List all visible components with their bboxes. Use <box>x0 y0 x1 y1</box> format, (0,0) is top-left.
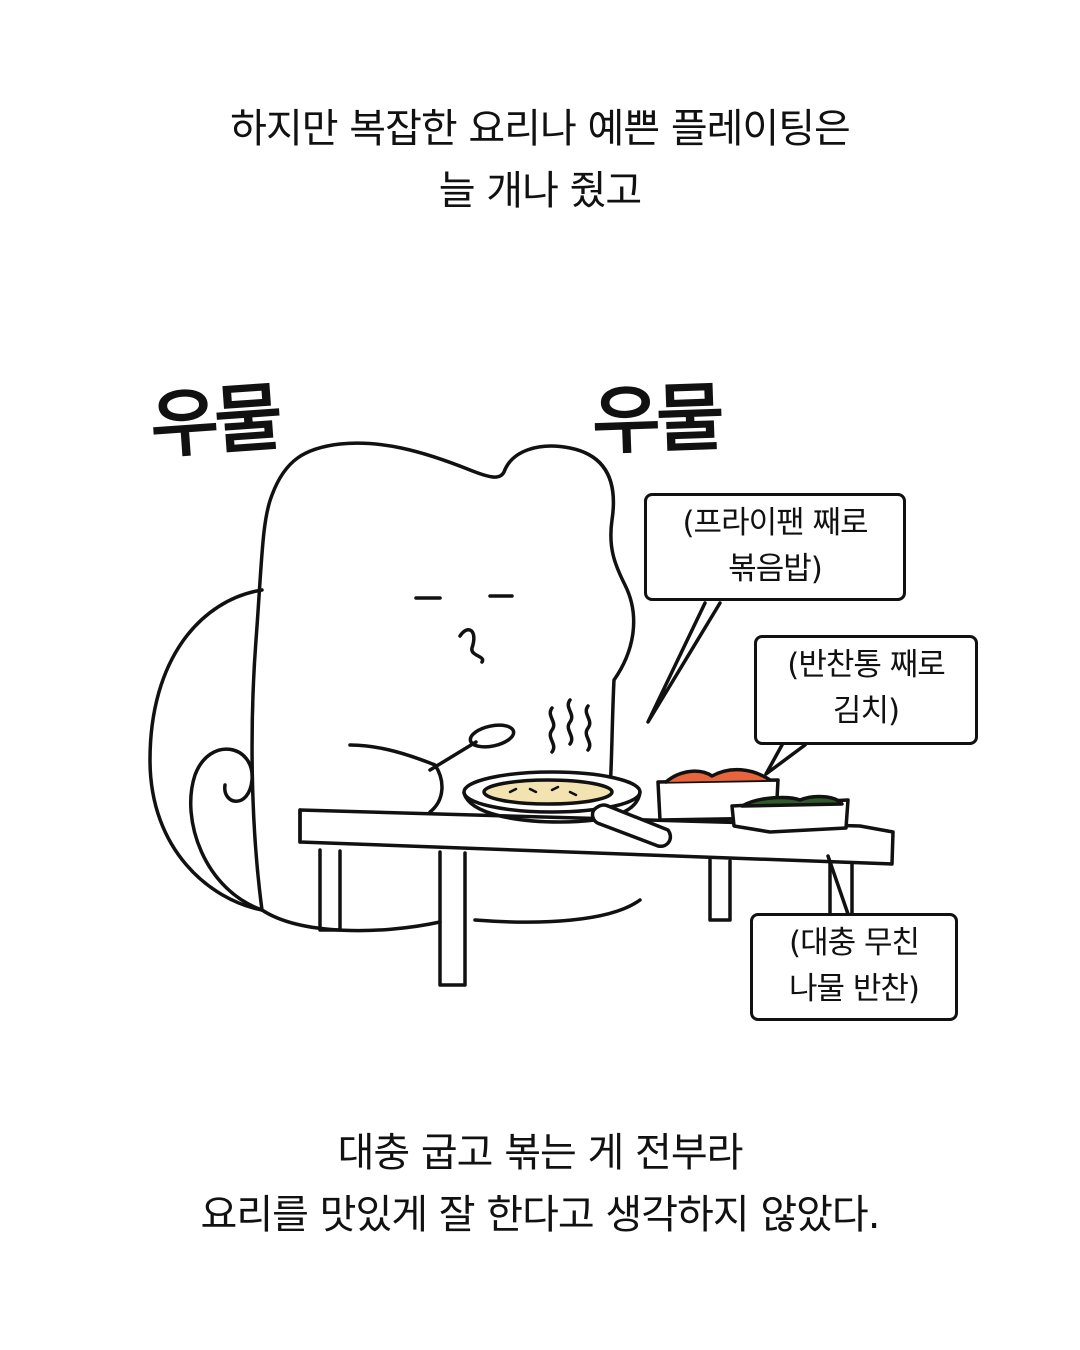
tail-spiral <box>189 747 264 912</box>
creature-body <box>250 441 636 912</box>
creature-lower <box>260 908 442 933</box>
tail-frying-pan <box>646 601 722 724</box>
table-leg-2 <box>438 850 467 987</box>
steam-1 <box>548 706 556 754</box>
label-frying-pan-line1: (프라이팬 째로 <box>682 505 868 541</box>
label-frying-pan-line2: 볶음밥) <box>728 551 823 587</box>
caption-top: 하지만 복잡한 요리나 예쁜 플레이팅은 늘 개나 줬고 <box>0 98 1080 222</box>
caption-bottom: 대충 굽고 볶는 게 전부라 요리를 맛있게 잘 한다고 생각하지 않았다. <box>0 1122 1080 1246</box>
label-frying-pan: (프라이팬 째로 볶음밥) <box>644 493 906 601</box>
spoon <box>468 723 516 749</box>
arm <box>348 743 444 814</box>
table-leg-3 <box>708 858 732 922</box>
caption-bottom-line1: 대충 굽고 볶는 게 전부라 <box>337 1130 744 1176</box>
caption-bottom-line2: 요리를 맛있게 잘 한다고 생각하지 않았다. <box>200 1192 881 1238</box>
label-kimchi: (반찬통 째로 김치) <box>754 635 978 745</box>
label-namul-line2: 나물 반찬) <box>788 971 920 1007</box>
tail-kimchi <box>764 743 807 776</box>
table-leg-1 <box>318 848 342 932</box>
pan-handle <box>590 803 673 848</box>
sound-effect-right: 우물 <box>590 374 722 466</box>
label-namul: (대충 무친 나물 반찬) <box>750 913 958 1021</box>
steam-3 <box>584 704 592 752</box>
fried-rice <box>482 778 614 806</box>
sound-effect-left: 우물 <box>147 374 282 470</box>
label-kimchi-line2: 김치) <box>832 693 900 729</box>
mouth <box>458 628 485 664</box>
label-kimchi-line1: (반찬통 째로 <box>787 647 946 683</box>
pointer-namul <box>826 854 850 916</box>
caption-top-line2: 늘 개나 줬고 <box>438 168 642 214</box>
label-namul-line1: (대충 무친 <box>788 925 920 961</box>
tail <box>148 588 264 912</box>
caption-top-line1: 하지만 복잡한 요리나 예쁜 플레이팅은 <box>230 106 851 152</box>
steam-2 <box>566 698 574 746</box>
spoon-handle <box>428 740 478 772</box>
